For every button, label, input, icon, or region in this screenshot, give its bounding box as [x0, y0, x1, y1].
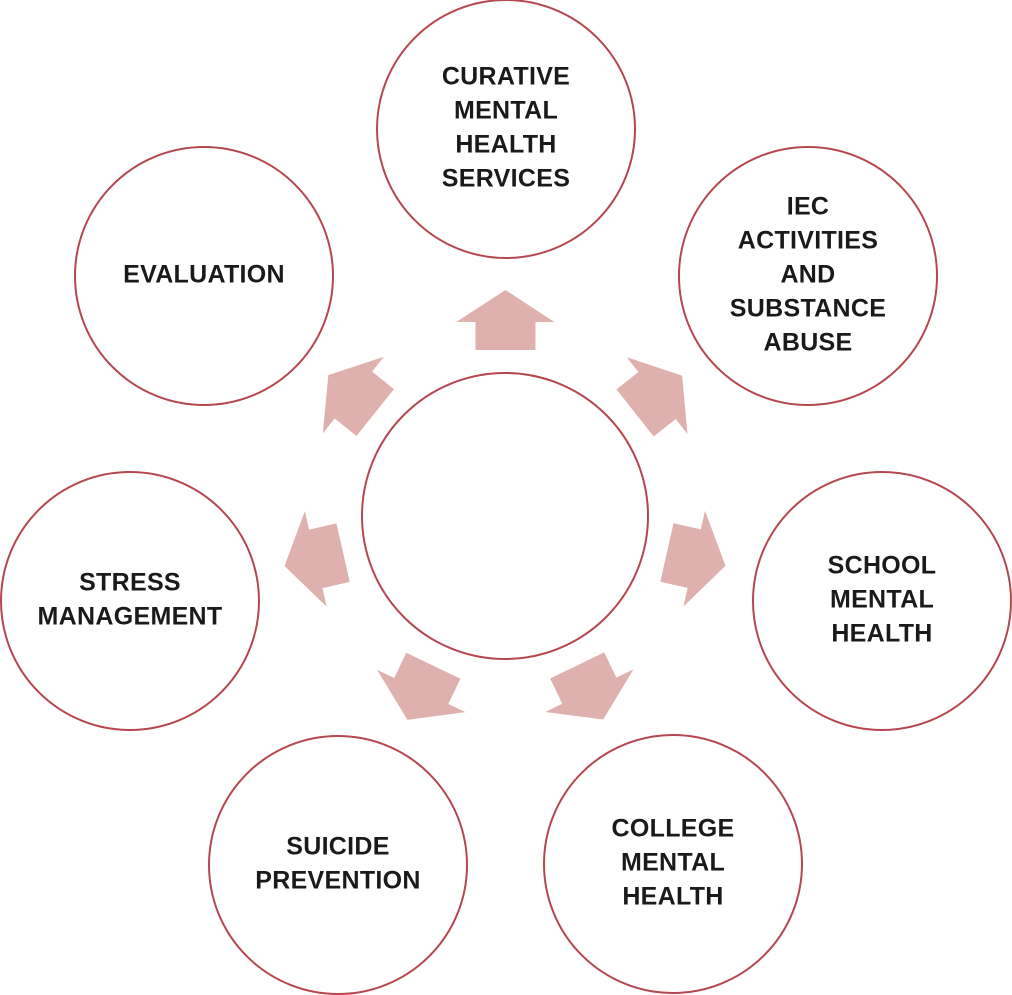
node-label-school-line-1: SCHOOL [828, 552, 937, 580]
arrow-to-iec [616, 357, 688, 437]
node-label-curative-line-3: HEALTH [455, 131, 556, 159]
node-label-iec-line-1: IEC [787, 193, 830, 221]
node-label-iec-line-2: ACTIVITIES [738, 227, 879, 255]
node-label-iec-line-5: ABUSE [763, 329, 852, 357]
node-label-suicide-line-2: PREVENTION [255, 867, 421, 895]
node-circle-college [543, 734, 803, 994]
arrow-to-curative [456, 290, 555, 351]
node-college: COLLEGE MENTAL HEALTH [543, 734, 803, 994]
arrow-to-stress [284, 511, 350, 607]
node-circle-school [752, 471, 1012, 731]
node-evaluation: EVALUATION [74, 146, 334, 406]
node-school: SCHOOL MENTAL HEALTH [752, 471, 1012, 731]
node-circle-suicide [208, 735, 468, 995]
node-label-curative-line-4: SERVICES [442, 165, 570, 193]
node-label-college-line-1: COLLEGE [612, 815, 735, 843]
node-label-curative-line-1: CURATIVE [442, 63, 570, 91]
arrows-group [284, 290, 726, 720]
node-stress: STRESS MANAGEMENT [0, 471, 260, 731]
node-label-iec-line-3: AND [780, 261, 835, 289]
node-label-stress-line-1: STRESS [79, 569, 181, 597]
node-label-suicide-line-1: SUICIDE [286, 833, 390, 861]
node-curative: CURATIVE MENTAL HEALTH SERVICES [376, 0, 636, 259]
arrow-to-school [660, 510, 726, 607]
node-suicide: SUICIDE PREVENTION [208, 735, 468, 995]
node-label-school-line-3: HEALTH [831, 620, 932, 648]
node-label-college-line-3: HEALTH [622, 883, 723, 911]
arrow-to-suicide [377, 652, 466, 720]
node-label-curative-line-2: MENTAL [454, 97, 558, 125]
hub-circle [361, 372, 649, 660]
arrow-to-evaluation [322, 356, 394, 436]
node-circle-evaluation [74, 146, 334, 406]
node-circle-iec [678, 146, 938, 406]
node-circle-curative [376, 0, 636, 259]
node-label-iec-line-4: SUBSTANCE [730, 295, 886, 323]
node-label-evaluation-line-1: EVALUATION [123, 261, 285, 289]
arrow-to-college [545, 652, 634, 720]
node-label-school-line-2: MENTAL [830, 586, 934, 614]
node-circle-stress [0, 471, 260, 731]
node-label-stress-line-2: MANAGEMENT [38, 603, 223, 631]
node-iec: IEC ACTIVITIES AND SUBSTANCE ABUSE [678, 146, 938, 406]
node-label-college-line-2: MENTAL [621, 849, 725, 877]
